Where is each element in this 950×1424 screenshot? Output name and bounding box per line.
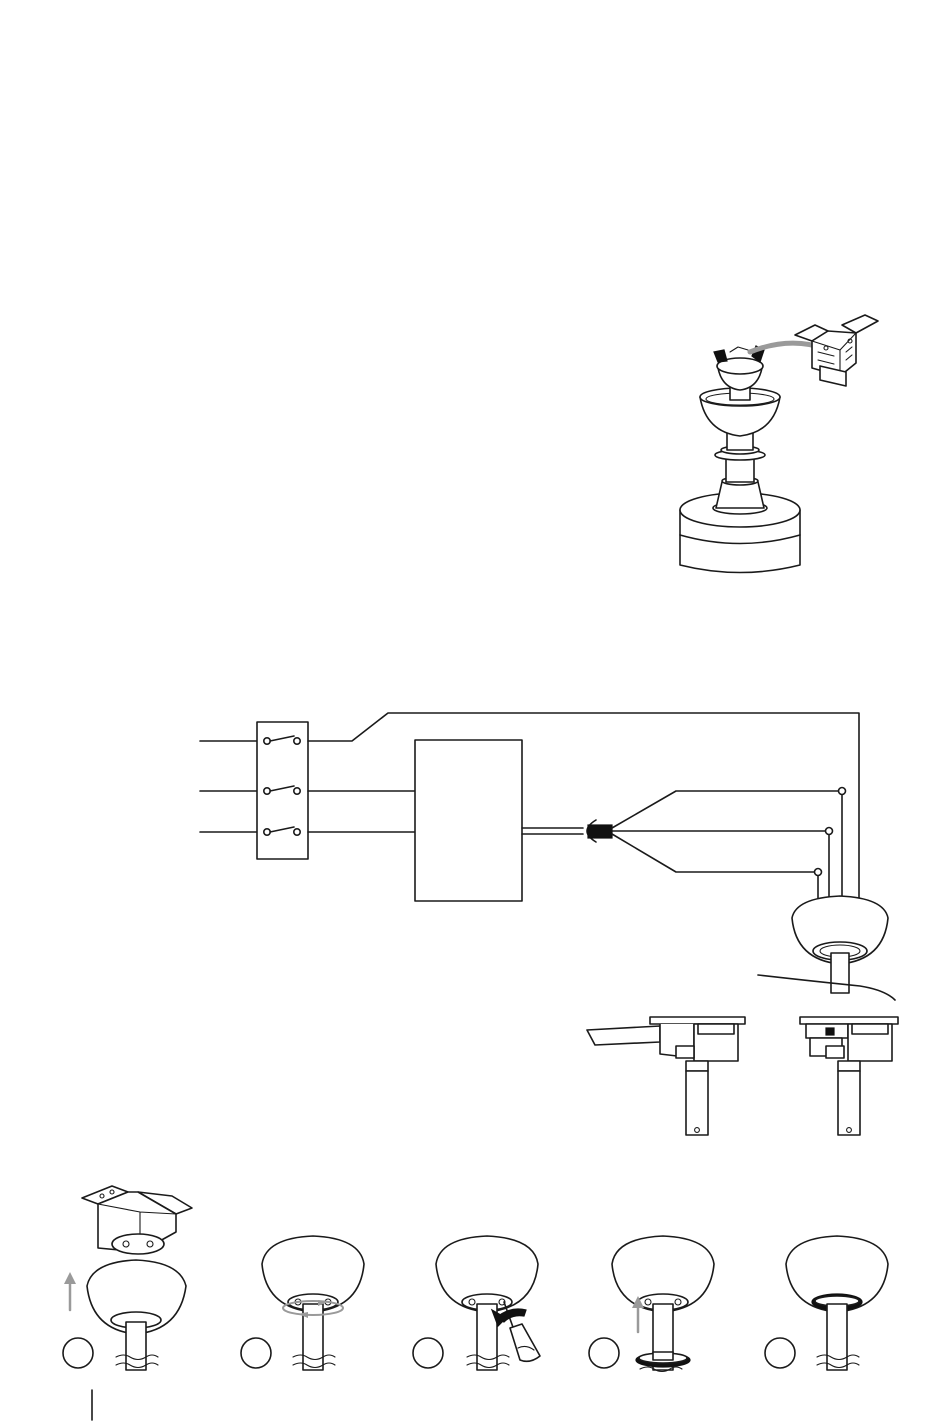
step-1-marker [63, 1338, 93, 1368]
wired-canopy [792, 896, 888, 993]
step-4-marker [589, 1338, 619, 1368]
step-1 [63, 1186, 192, 1370]
ceiling-bracket [795, 315, 878, 386]
bracket-view-closed [800, 1017, 898, 1135]
step-5 [765, 1236, 888, 1370]
step-3 [413, 1236, 540, 1370]
connector-block [588, 825, 612, 838]
bracket-view-open [587, 1017, 745, 1135]
screwdriver-icon [510, 1324, 540, 1361]
terminal-3 [815, 869, 822, 876]
terminal-1 [839, 788, 846, 795]
wiring-diagram [200, 713, 895, 1000]
step-2 [241, 1236, 364, 1370]
controller-box [415, 740, 522, 901]
step-3-marker [413, 1338, 443, 1368]
terminal-2 [826, 828, 833, 835]
step-2-marker [241, 1338, 271, 1368]
step-5-marker [765, 1338, 795, 1368]
hanging-assembly-figure [680, 315, 878, 573]
ceiling-line [758, 975, 895, 1000]
step-4 [589, 1236, 714, 1372]
hanger-ball [714, 346, 764, 390]
